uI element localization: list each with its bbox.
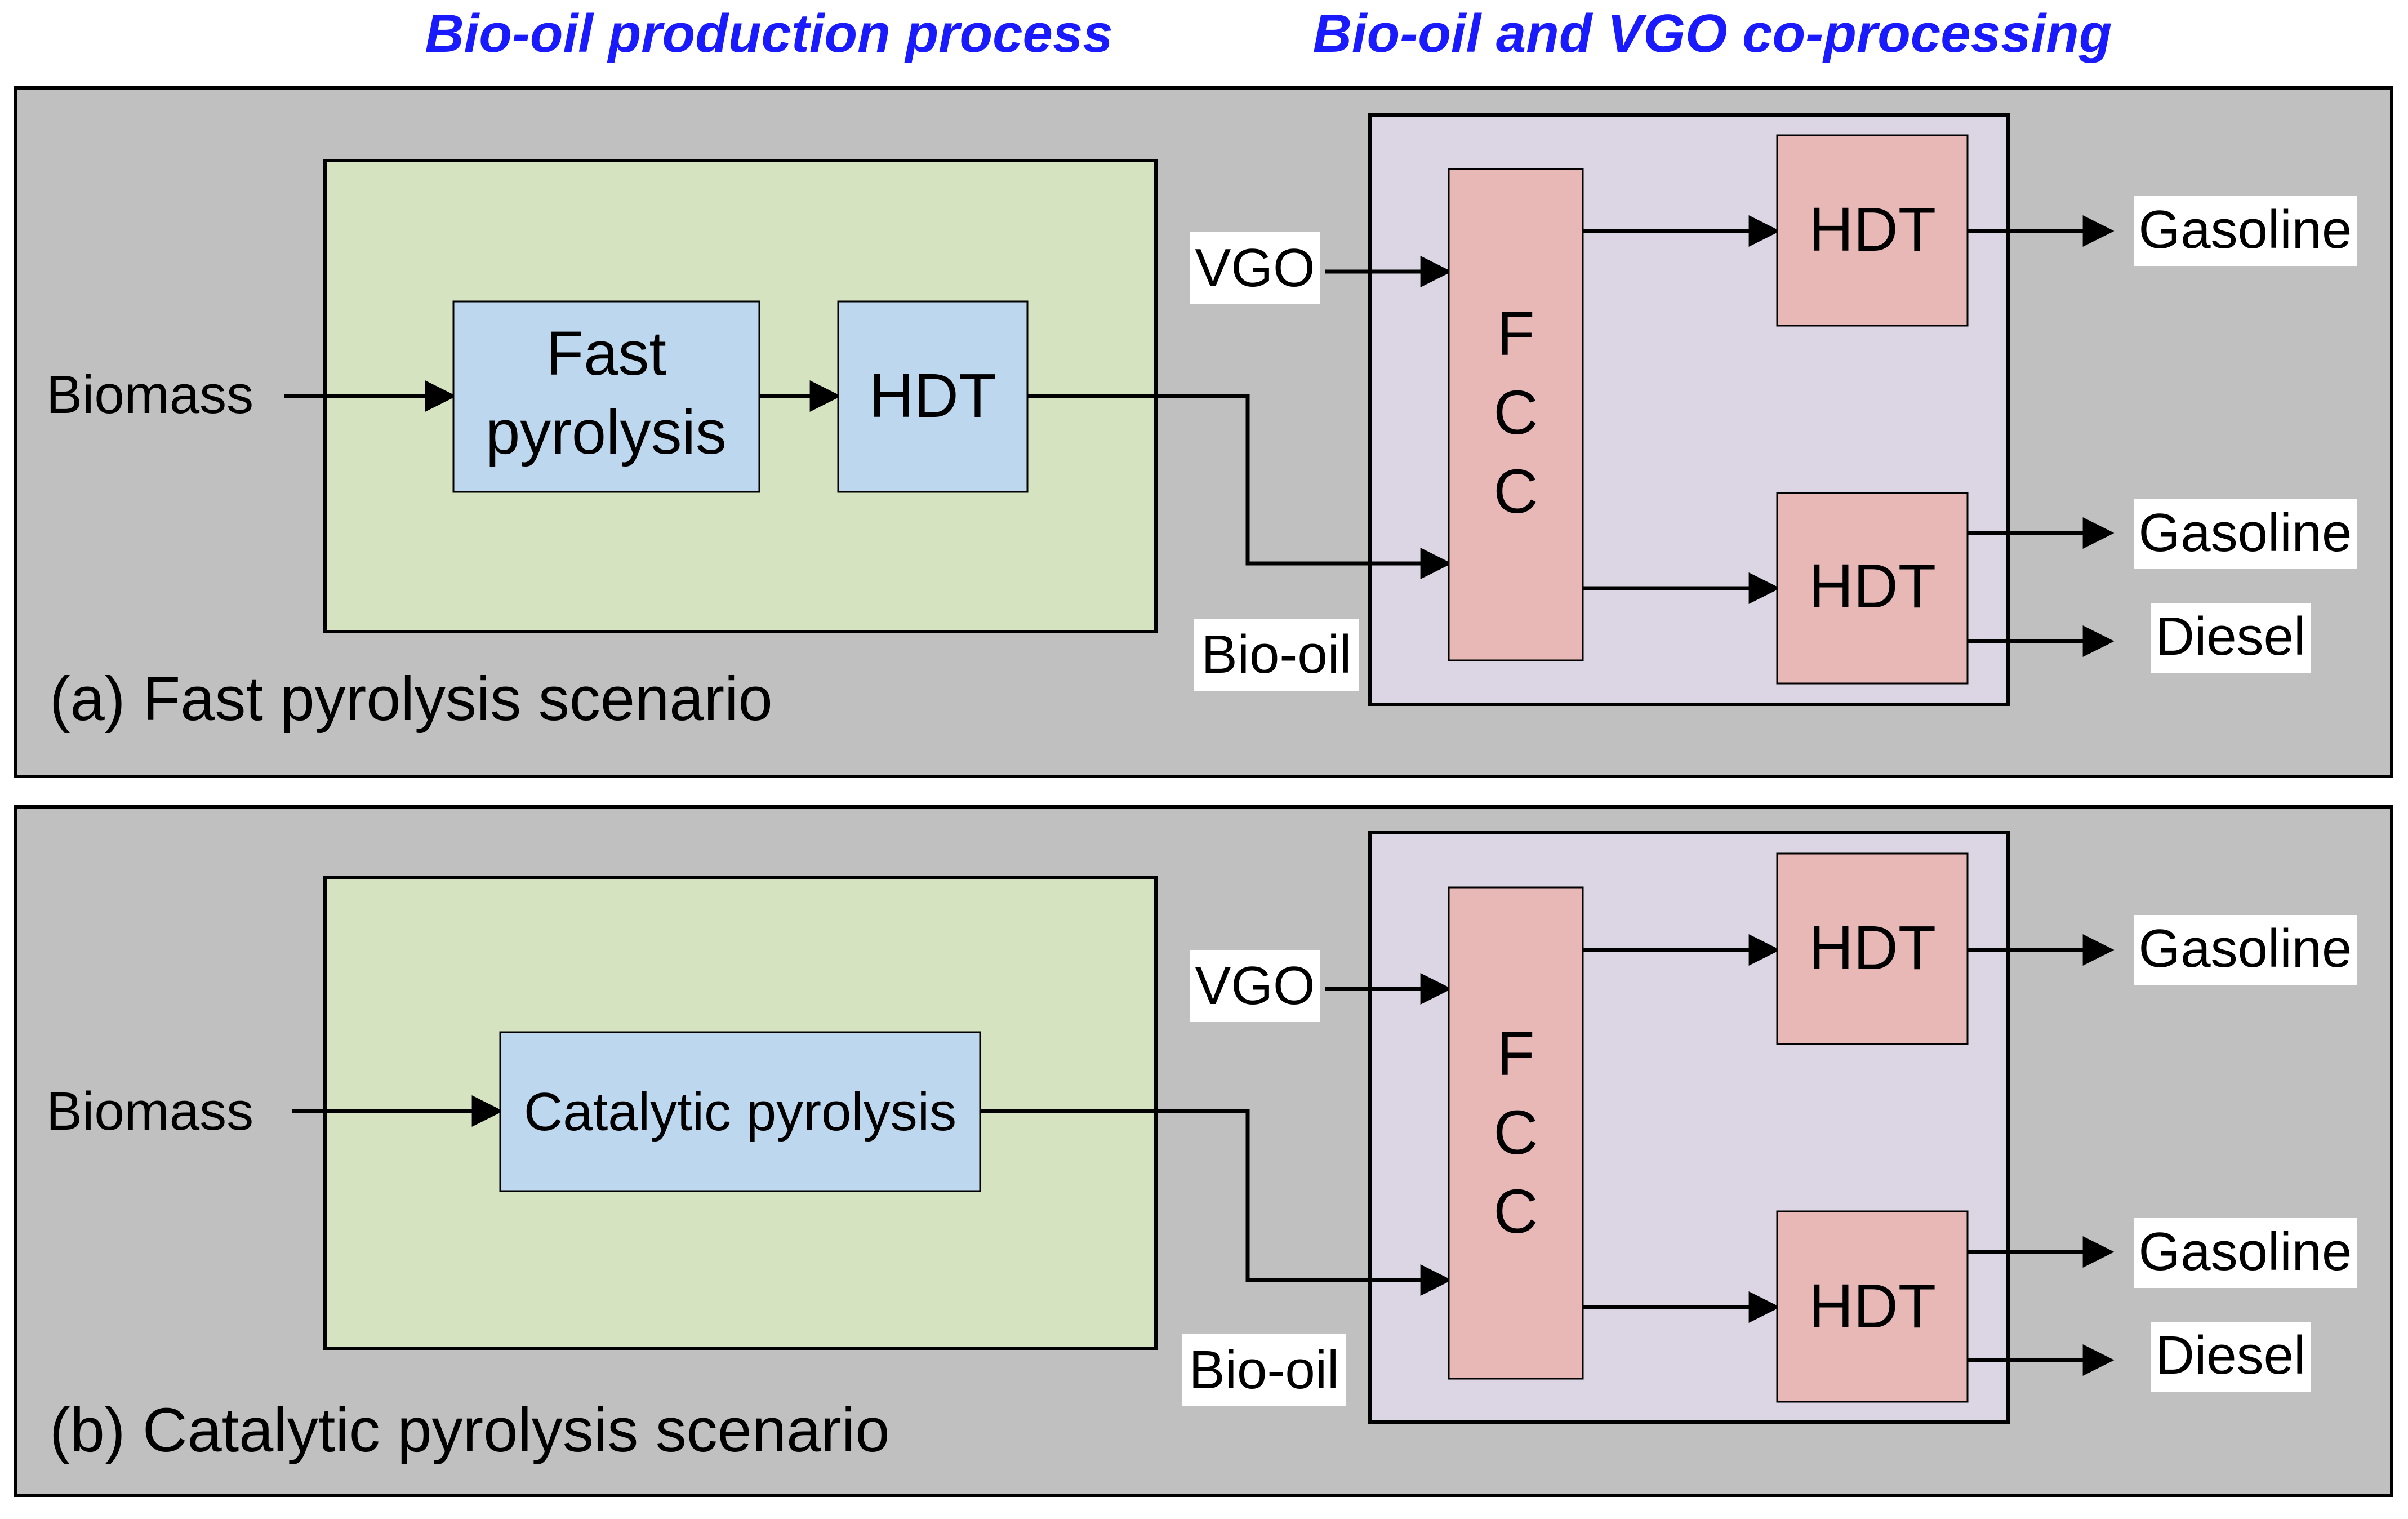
panel-a-gasoline-top-label: Gasoline — [2139, 199, 2352, 260]
panel-a-caption: (a) Fast pyrolysis scenario — [50, 664, 773, 734]
panel-b-hdt-bottom-block — [1776, 1210, 1969, 1403]
header-production: Bio-oil production process — [425, 3, 1112, 64]
panel-a-biooil-label: Bio-oil — [1201, 624, 1352, 685]
panel-b-fcc-letter-1: F — [1497, 1019, 1534, 1089]
panel-a-gasoline-top-bg — [2134, 196, 2357, 266]
panel-b-hdt-top-label: HDT — [1809, 913, 1936, 983]
panel-b-vgo-label-bg — [1190, 950, 1320, 1022]
panel-a-gasoline-mid-label: Gasoline — [2139, 503, 2352, 563]
panel-b-caption: (b) Catalytic pyrolysis scenario — [50, 1396, 890, 1465]
panel-b-gasoline-top-label: Gasoline — [2139, 918, 2352, 979]
panel-a-gasoline-mid-bg — [2134, 499, 2357, 569]
panel-a-vgo-label-bg — [1190, 232, 1320, 304]
panel-a-biooil-connector — [1027, 394, 1452, 579]
panel-a-fcc-letter-3: C — [1493, 457, 1538, 526]
panel-b-gasoline-mid-bg — [2134, 1218, 2357, 1288]
panel-a-biomass-label: Biomass — [46, 365, 253, 425]
panel-a-diesel-label: Diesel — [2156, 606, 2306, 667]
panel-a-fast-pyrolysis-line1: Fast — [546, 319, 666, 388]
panel-b-fcc-block — [1448, 886, 1584, 1380]
panel-a-fcc-block — [1448, 168, 1584, 661]
panel-b-vgo-label: VGO — [1195, 956, 1315, 1016]
panel-a-hdt-bottom-block — [1776, 492, 1969, 685]
panel-a-biooil-label-bg — [1194, 619, 1359, 691]
panel-b-biooil-label-bg — [1182, 1334, 1346, 1406]
panel-b-biooil-label: Bio-oil — [1189, 1340, 1339, 1400]
header-coprocessing: Bio-oil and VGO co-processing — [1313, 3, 2112, 64]
panel-b-gasoline-mid-label: Gasoline — [2139, 1222, 2352, 1282]
panel-a-vgo-label: VGO — [1195, 238, 1315, 298]
panel-a-fcc-letter-1: F — [1497, 299, 1534, 368]
panel-b-biooil-connector — [980, 1109, 1452, 1296]
panel-b-catalytic-pyrolysis-label: Catalytic pyrolysis — [524, 1082, 956, 1142]
panel-a-hdt-top-block — [1776, 134, 1969, 327]
panel-b-fcc-letter-3: C — [1493, 1177, 1538, 1246]
panel-b-diesel-label: Diesel — [2156, 1325, 2306, 1385]
panel-b-diesel-bg — [2151, 1322, 2311, 1392]
panel-a-hdt-top-label: HDT — [1809, 195, 1936, 264]
panel-b-biomass-label: Biomass — [46, 1081, 253, 1142]
panel-b-hdt-bottom-label: HDT — [1809, 1272, 1936, 1341]
panel-a-hdt-bottom-label: HDT — [1809, 552, 1936, 621]
panel-b-gasoline-top-bg — [2134, 915, 2357, 985]
panel-b-fcc-letter-2: C — [1493, 1098, 1538, 1167]
panel-a-diesel-bg — [2151, 603, 2311, 673]
panel-b-catalytic-pyrolysis-block — [499, 1031, 981, 1192]
panel-a-hdt-label: HDT — [869, 361, 996, 430]
panel-a: Biomass Fast pyrolysis HDT Bio-oil VGO F… — [14, 86, 2393, 778]
panel-b: Biomass Catalytic pyrolysis Bio-oil VGO … — [14, 805, 2393, 1497]
panel-a-fast-pyrolysis-line2: pyrolysis — [486, 398, 727, 467]
panel-a-fcc-letter-2: C — [1493, 378, 1538, 447]
panel-b-hdt-top-block — [1776, 852, 1969, 1045]
